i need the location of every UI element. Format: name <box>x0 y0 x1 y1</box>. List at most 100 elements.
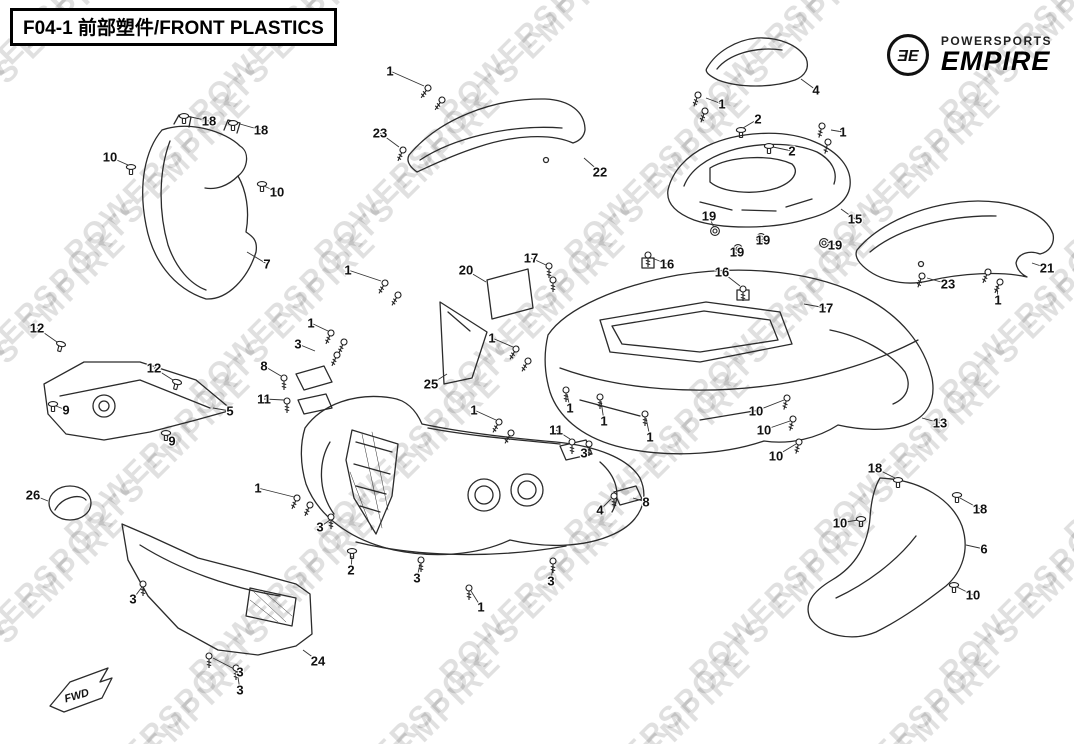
leader-line <box>530 257 547 266</box>
leader-line <box>583 446 589 454</box>
leader-line <box>302 649 319 662</box>
bolt-icon <box>699 107 709 123</box>
rivet-icon <box>346 548 358 560</box>
bolt-icon <box>982 268 992 284</box>
rivet-icon <box>948 582 960 594</box>
rivet-icon <box>951 492 963 504</box>
bolt-icon <box>465 584 473 600</box>
nut-icon <box>710 226 720 236</box>
leader-line <box>651 257 668 265</box>
leader-line <box>430 373 448 385</box>
leader-line <box>775 443 797 457</box>
rivet-icon <box>735 127 747 139</box>
nut-icon <box>756 233 766 243</box>
bolt-icon <box>549 557 557 573</box>
nut-icon <box>733 244 743 254</box>
bolt-icon <box>397 146 407 162</box>
bolt-icon <box>283 397 291 413</box>
leader-line <box>55 405 67 411</box>
leader-line <box>632 497 647 503</box>
bolt-icon <box>232 664 240 680</box>
leader-line <box>645 417 651 438</box>
leader-line <box>239 123 262 131</box>
part-front-fender-left <box>43 361 233 441</box>
leader-line <box>263 398 285 401</box>
bolt-icon <box>420 84 432 99</box>
rivet-icon <box>178 113 190 125</box>
bolt-icon <box>562 386 570 402</box>
bolt-icon <box>291 494 301 510</box>
bolt-icon <box>692 91 702 107</box>
bolt-icon <box>280 374 288 390</box>
leader-line <box>1031 262 1048 269</box>
bolt-icon <box>417 556 425 572</box>
part-side-panel-right <box>807 477 966 638</box>
bolt-icon <box>739 285 747 301</box>
fwd-arrow-label: FWD <box>63 687 90 705</box>
bolt-icon <box>205 652 213 668</box>
leader-line <box>297 343 316 352</box>
bolt-icon <box>817 122 826 138</box>
bolt-icon <box>794 438 803 454</box>
leader-line <box>132 586 143 600</box>
rivet-icon <box>47 401 59 413</box>
bolt-icon <box>641 410 649 426</box>
leader-line <box>212 407 231 412</box>
leader-line <box>965 544 985 550</box>
page-title: F04-1 前部塑件/FRONT PLASTICS <box>10 8 337 46</box>
bolt-icon <box>823 138 832 154</box>
brand-name-bottom: EMPIRE <box>940 45 1051 76</box>
leader-line <box>874 467 896 479</box>
part-square-panel <box>486 268 534 320</box>
fasteners-layer <box>47 84 1004 680</box>
leader-line <box>319 519 331 528</box>
fwd-arrow: FWD <box>49 667 113 713</box>
bolt-icon <box>434 96 446 111</box>
bolt-icon <box>568 438 576 454</box>
leader-line <box>839 519 859 524</box>
part-hood-inner <box>667 132 851 228</box>
leader-line <box>921 417 941 424</box>
bolt-icon <box>139 580 147 596</box>
leader-line <box>926 277 949 285</box>
nut-icon <box>819 238 829 248</box>
rivet-icon <box>763 143 775 155</box>
part-windshield-bracket <box>439 301 488 385</box>
bolt-icon <box>644 251 652 267</box>
leader-line <box>263 185 278 193</box>
leader-lines-layer <box>32 70 1048 691</box>
bolt-icon <box>304 501 314 517</box>
part-emblem <box>48 485 92 521</box>
part-inner-fender-left <box>142 114 258 300</box>
bolt-icon <box>782 394 791 410</box>
leader-line <box>708 215 715 229</box>
bolt-icon <box>504 429 515 444</box>
parts-artwork: FWD <box>43 37 1055 713</box>
part-fender-flare-right <box>855 200 1055 284</box>
leader-line <box>755 399 785 412</box>
brand-monogram-text: ƎE <box>897 48 919 65</box>
rivet-icon <box>855 516 867 528</box>
leader-line <box>389 70 425 87</box>
leader-line <box>153 367 174 381</box>
leader-line <box>470 590 482 608</box>
leader-line <box>257 487 295 498</box>
bolt-icon <box>788 415 797 431</box>
part-fender-flare-left <box>407 98 586 173</box>
bolt-icon <box>325 329 335 345</box>
leader-line <box>599 498 612 511</box>
leader-line <box>416 563 421 579</box>
bolt-icon <box>391 291 402 306</box>
bolt-icon <box>916 272 926 288</box>
leader-line <box>379 132 400 148</box>
leader-line <box>36 327 58 343</box>
leader-line <box>763 420 791 431</box>
leader-line <box>742 118 759 129</box>
bolt-icon <box>585 440 593 456</box>
leader-line <box>721 271 741 287</box>
leader-line <box>600 400 605 422</box>
leader-line <box>246 251 268 265</box>
part-skid-panel-left <box>121 523 313 656</box>
